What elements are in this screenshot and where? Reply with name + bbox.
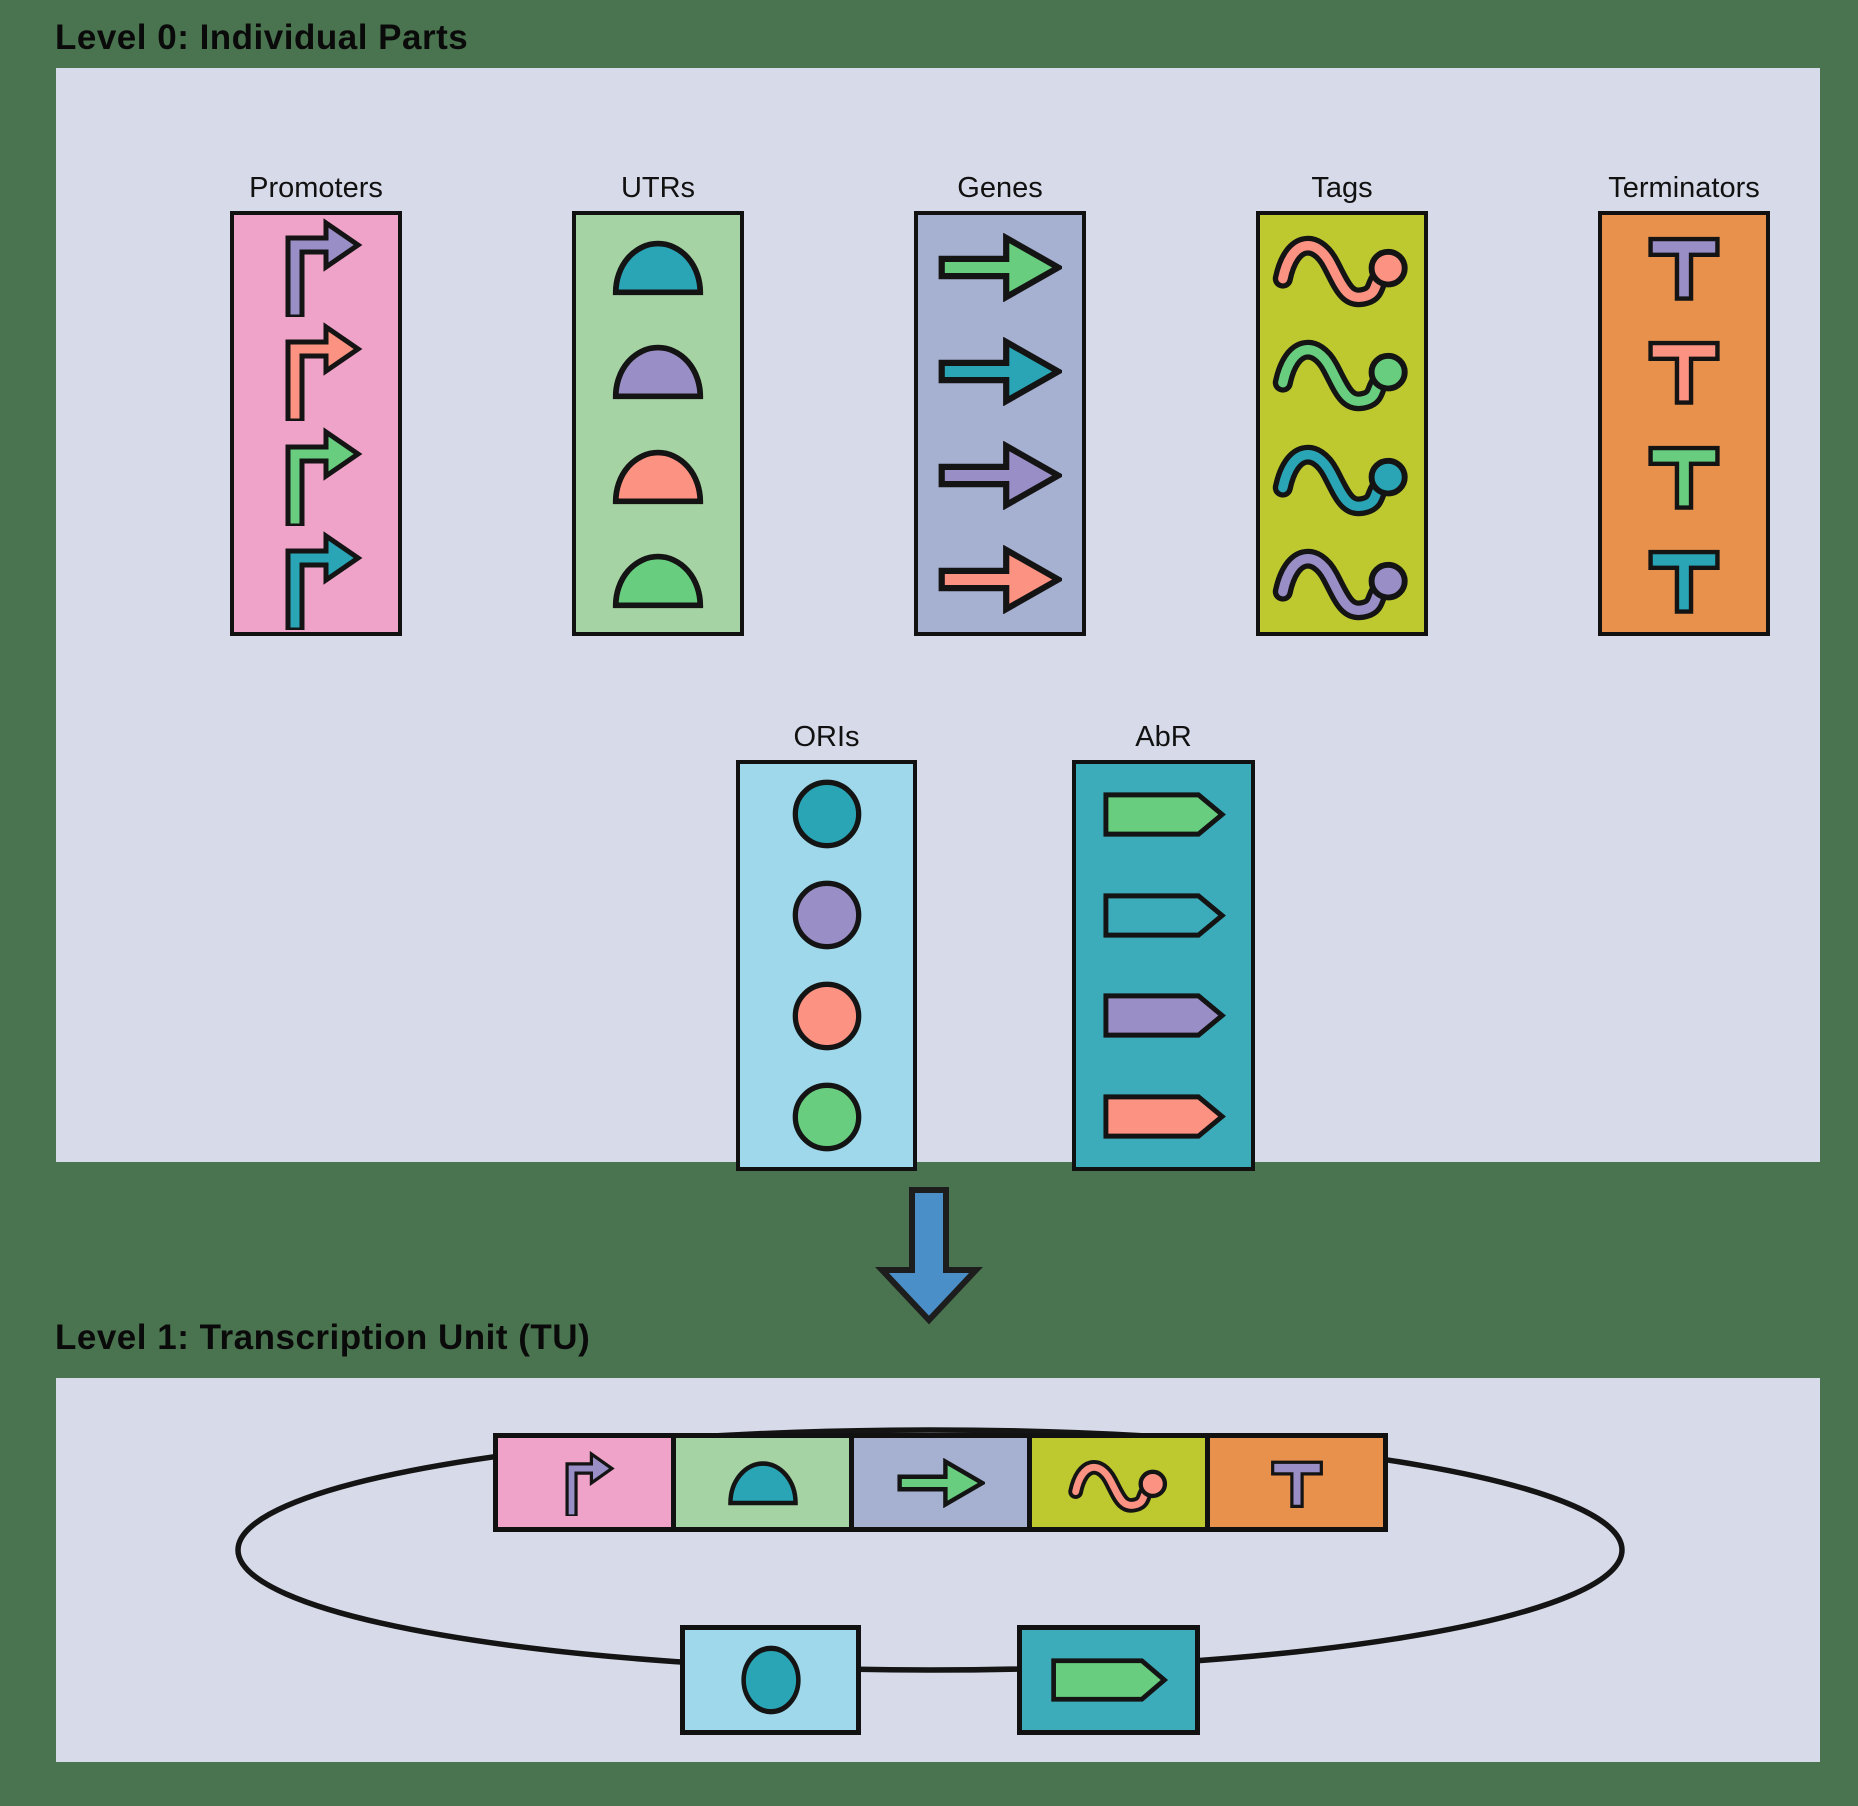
- terminator-icon: [1270, 1460, 1323, 1508]
- level1-panel: [56, 1378, 1820, 1762]
- plasmid-backbone-circle: [235, 1427, 1625, 1673]
- tag-icon: [1067, 1459, 1167, 1513]
- tu-segment-tag: [1027, 1438, 1205, 1527]
- abr-icon: [1102, 792, 1226, 837]
- part-group-abr: AbR: [1072, 715, 1255, 1171]
- abr-icon: [1102, 893, 1226, 938]
- part-group-label: AbR: [1135, 721, 1192, 753]
- part-group-label: ORIs: [793, 721, 860, 753]
- terminator-icon: [1648, 236, 1720, 301]
- tag-icon: [1272, 236, 1408, 308]
- promoter-icon: [285, 218, 363, 318]
- gene-icon: [938, 336, 1062, 406]
- promoters-box: [230, 211, 402, 636]
- gene-icon: [938, 232, 1062, 302]
- ori-icon: [792, 880, 861, 950]
- genes-box: [914, 211, 1086, 636]
- down-arrow-icon: [875, 1187, 983, 1325]
- oris-box: [736, 760, 917, 1171]
- abr-icon: [1102, 993, 1226, 1038]
- tu-segment-terminator: [1205, 1438, 1383, 1527]
- part-group-genes: Genes: [914, 166, 1086, 636]
- part-group-label: Tags: [1311, 172, 1373, 204]
- tu-segment-promoter: [498, 1438, 671, 1527]
- part-group-label: Promoters: [249, 172, 383, 204]
- gene-icon: [938, 441, 1062, 511]
- terminator-icon: [1648, 445, 1720, 510]
- level1-title: Level 1: Transcription Unit (TU): [55, 1318, 591, 1357]
- ori-icon: [792, 981, 861, 1051]
- tag-icon: [1272, 548, 1408, 621]
- utr-icon: [612, 345, 704, 400]
- level0-panel: Promoters UTRs Genes Tags Terminators OR…: [56, 68, 1820, 1171]
- terminator-icon: [1648, 341, 1720, 406]
- part-group-label: Terminators: [1608, 172, 1760, 204]
- ori-icon: [792, 780, 861, 849]
- tu-segment-utr: [671, 1438, 849, 1527]
- part-group-label: Genes: [957, 172, 1043, 204]
- utrs-box: [572, 211, 744, 636]
- ori-icon: [792, 1082, 861, 1151]
- backbone-abr-box: [1017, 1625, 1200, 1735]
- utr-icon: [612, 449, 704, 504]
- level0-title: Level 0: Individual Parts: [55, 18, 469, 57]
- backbone-ori-box: [680, 1625, 861, 1735]
- part-group-tags: Tags: [1256, 166, 1428, 636]
- terminators-box: [1598, 211, 1770, 636]
- abr-box: [1072, 760, 1255, 1171]
- terminator-icon: [1648, 549, 1720, 614]
- promoter-icon: [285, 322, 363, 422]
- promoter-icon: [564, 1450, 615, 1516]
- transcription-unit-bar: [493, 1433, 1388, 1532]
- abr-icon: [1050, 1658, 1168, 1702]
- part-group-oris: ORIs: [736, 715, 917, 1171]
- abr-icon: [1102, 1094, 1226, 1139]
- promoter-icon: [285, 531, 363, 630]
- tu-segment-gene: [849, 1438, 1027, 1527]
- utr-icon: [612, 241, 704, 296]
- part-group-promoters: Promoters: [230, 166, 402, 636]
- promoter-icon: [285, 426, 363, 526]
- part-group-terminators: Terminators: [1598, 166, 1770, 636]
- tags-box: [1256, 211, 1428, 636]
- part-group-label: UTRs: [620, 172, 696, 204]
- utr-icon: [727, 1461, 798, 1506]
- tag-icon: [1272, 340, 1408, 412]
- ori-icon: [740, 1645, 801, 1715]
- tag-icon: [1272, 444, 1408, 516]
- gene-icon: [896, 1457, 985, 1508]
- part-group-utrs: UTRs: [572, 166, 744, 636]
- utr-icon: [612, 553, 704, 608]
- gene-icon: [938, 545, 1062, 615]
